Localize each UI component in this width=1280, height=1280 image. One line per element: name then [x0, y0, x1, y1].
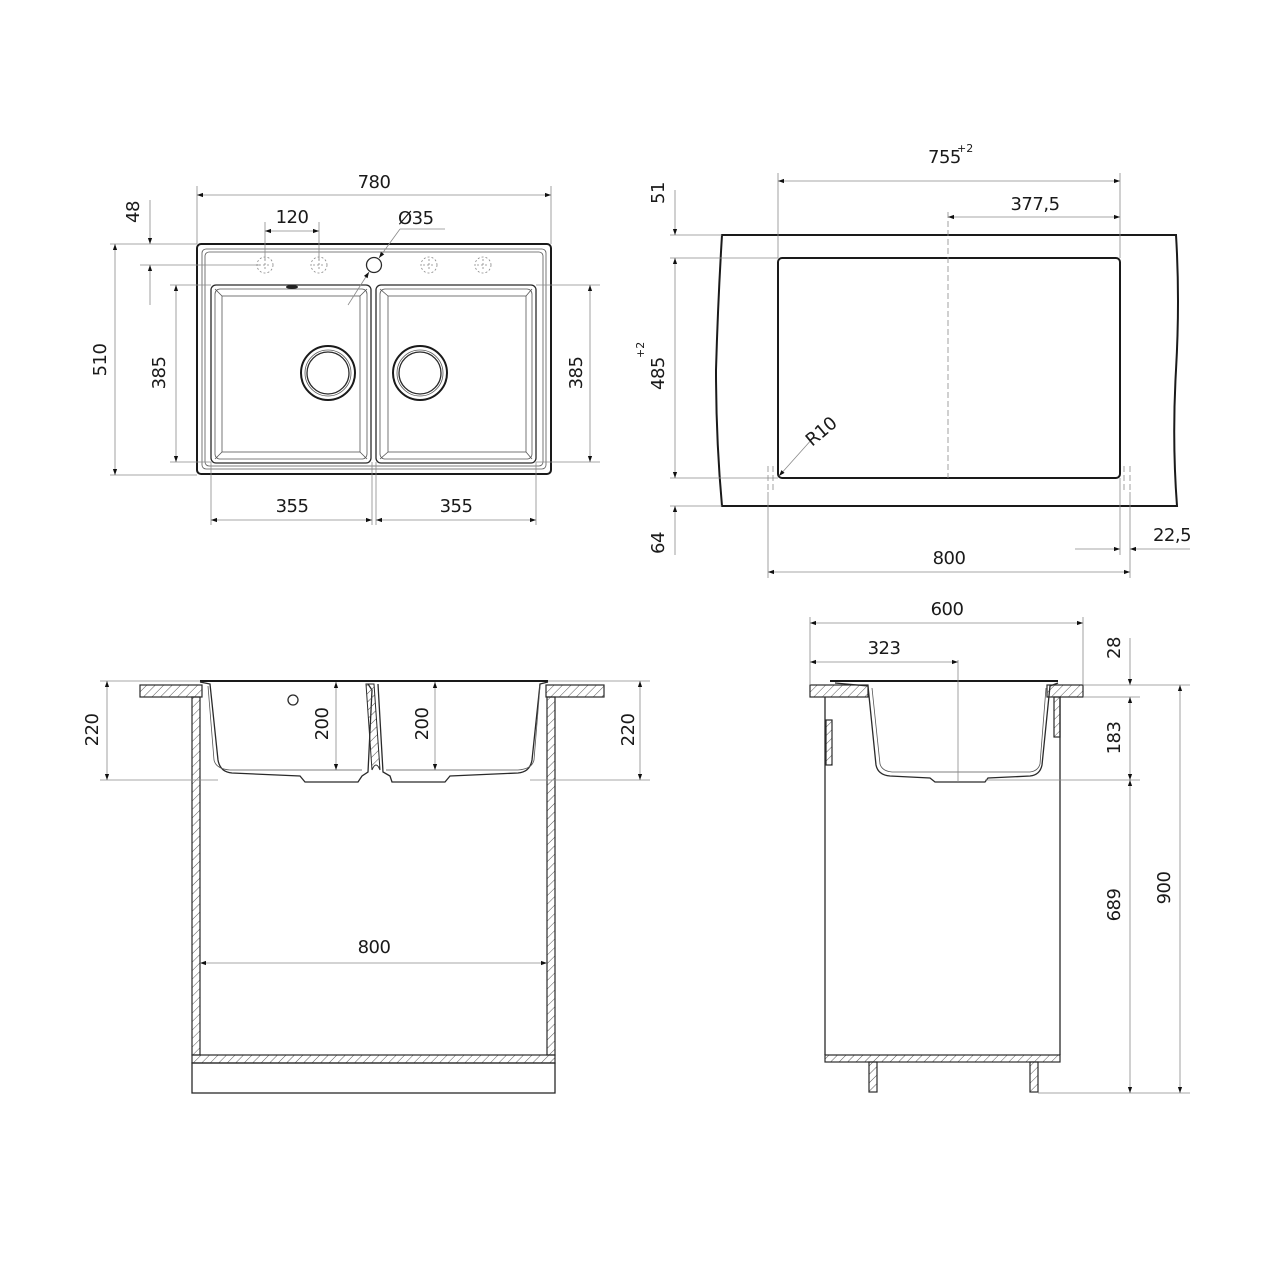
- bowl-left-section: [199, 681, 373, 783]
- dim-bowl-depth: 183: [1104, 722, 1125, 755]
- drain-right-icon: [392, 345, 448, 401]
- countertop-right: [545, 684, 605, 698]
- dim-sink-height-left: 220: [82, 714, 103, 747]
- dim-cabinet-inner-width: 800: [358, 937, 391, 958]
- dim-cabinet-depth: 600: [931, 599, 964, 620]
- countertop-back: [1046, 684, 1084, 698]
- front-rail: [825, 719, 833, 766]
- front-section-view: 220 220 200 200 800: [82, 680, 650, 1094]
- cabinet-side-right: [546, 696, 556, 1056]
- bowl-side-section: [834, 682, 1059, 783]
- leg-back: [1029, 1061, 1039, 1093]
- dim-cabinet-width: 800: [933, 548, 966, 569]
- dim-cutout-half: 377,5: [1010, 194, 1059, 215]
- countertop-left: [139, 684, 203, 698]
- dim-overall-depth: 510: [90, 344, 111, 377]
- back-rail: [1053, 696, 1061, 738]
- bowl-right-section: [377, 681, 549, 783]
- dim-bowl-depth-right: 200: [412, 708, 433, 741]
- dim-bowl-depth-right: 385: [566, 357, 587, 390]
- countertop-front: [809, 684, 869, 698]
- dim-overall-width: 780: [358, 172, 391, 193]
- tap-holes: [256, 256, 492, 274]
- dim-back-offset: 64: [648, 532, 669, 554]
- dim-cutout-depth-tol: +2: [634, 342, 647, 358]
- dim-sink-height-right: 220: [618, 714, 639, 747]
- dim-cutout-depth: 485: [648, 357, 669, 390]
- dim-bowl-center: 323: [868, 638, 901, 659]
- dim-bowl-width-left: 355: [276, 496, 309, 517]
- cutout-outline: [777, 257, 1121, 479]
- dim-countertop-thickness: 28: [1104, 637, 1125, 659]
- overflow-hole-icon: [287, 694, 299, 706]
- dim-corner-radius: R10: [802, 413, 842, 451]
- dim-bowl-width-right: 355: [440, 496, 473, 517]
- side-section-view: 600 323 28 183 689 900: [809, 599, 1190, 1094]
- dim-bowl-depth-left: 385: [149, 357, 170, 390]
- top-view: 780 120 Ø35 48 510 385 385 355 355: [90, 172, 600, 525]
- cabinet-bottom-side: [824, 1054, 1061, 1063]
- cabinet-plinth: [191, 1062, 556, 1094]
- cutout-view: 755 +2 377,5 51 485 +2 64 R10 800 22,5: [634, 142, 1192, 578]
- left-bowl: [210, 284, 372, 464]
- countertop-outline: [714, 234, 1179, 507]
- leg-front: [868, 1061, 878, 1093]
- dim-total-height: 900: [1154, 872, 1175, 905]
- dim-cutout-width: 755: [928, 147, 961, 168]
- overflow-slot: [286, 285, 298, 289]
- dim-tap-offset: 48: [123, 201, 144, 223]
- tap-hole-icon: [365, 256, 383, 274]
- drain-left-icon: [300, 345, 356, 401]
- dim-tap-diameter: Ø35: [398, 208, 434, 229]
- dim-front-offset: 51: [648, 182, 669, 204]
- sink-outline: [196, 243, 552, 475]
- cabinet-bottom: [191, 1054, 556, 1064]
- dim-floor-to-bowl: 689: [1104, 889, 1125, 922]
- dim-tap-spacing: 120: [276, 207, 309, 228]
- dim-cutout-width-tol: +2: [957, 142, 973, 155]
- dim-side-offset: 22,5: [1153, 525, 1191, 546]
- right-bowl: [375, 284, 537, 464]
- dim-bowl-depth-left: 200: [312, 708, 333, 741]
- cabinet-side-left: [191, 696, 201, 1056]
